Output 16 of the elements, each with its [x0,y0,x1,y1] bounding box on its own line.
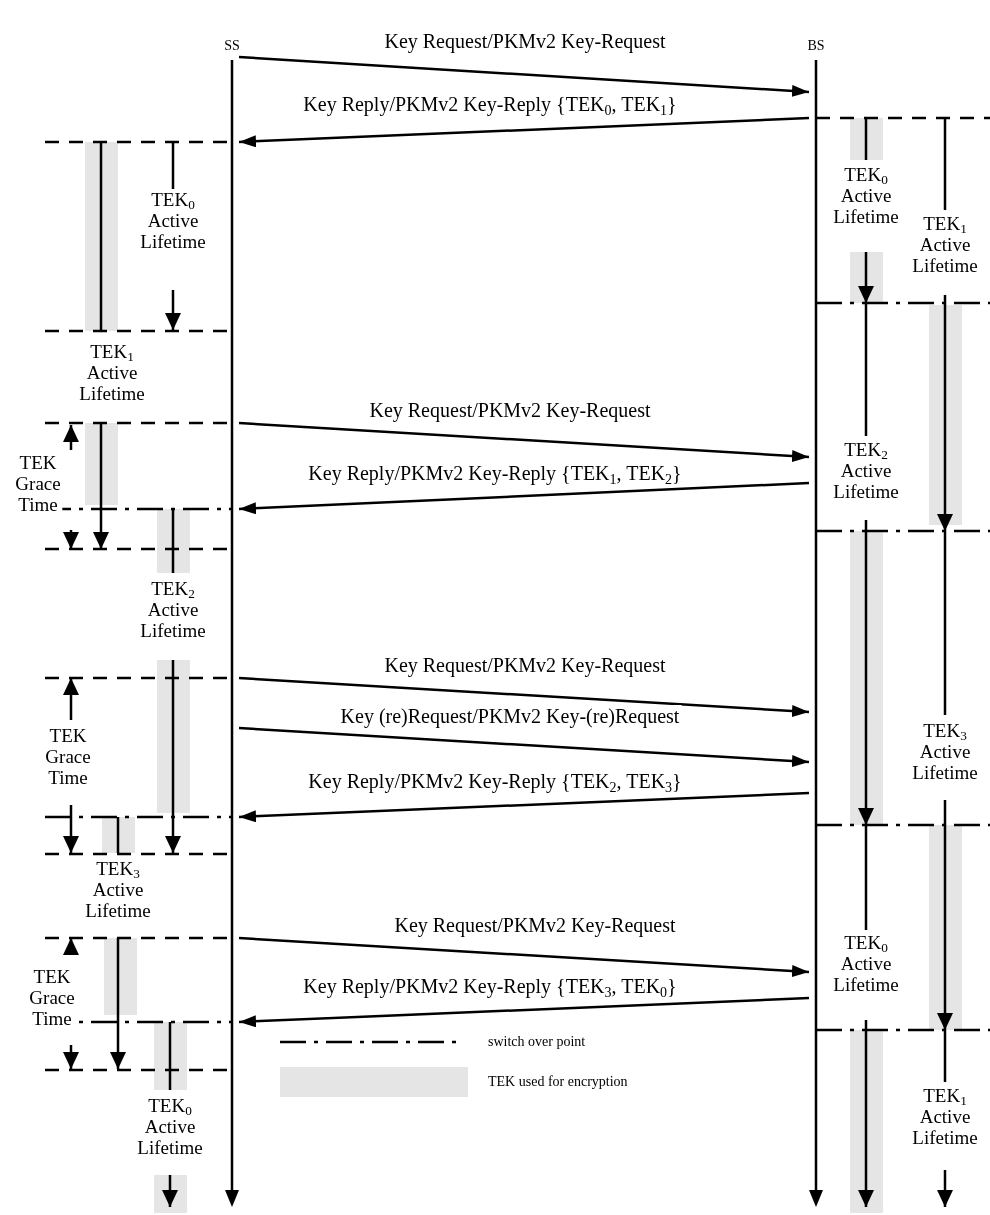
message-label: Key (re)Request/PKMv2 Key-(re)Request [338,705,682,727]
message-arrow [238,55,810,97]
lifeline-label: SS [224,38,240,54]
message-arrow [238,791,810,823]
message-arrow [238,996,810,1028]
legend-text: switch over point [488,1034,586,1050]
lifeline [225,60,239,1207]
message-arrow [238,421,810,462]
message-arrow [238,116,810,148]
lifeline-label: BS [807,38,825,54]
message-arrow [238,726,810,767]
message-arrow [238,481,810,515]
legend-text: TEK used for encryption [488,1074,628,1090]
message-arrow [238,676,810,717]
message-arrow [238,936,810,977]
lifeline [809,60,823,1207]
